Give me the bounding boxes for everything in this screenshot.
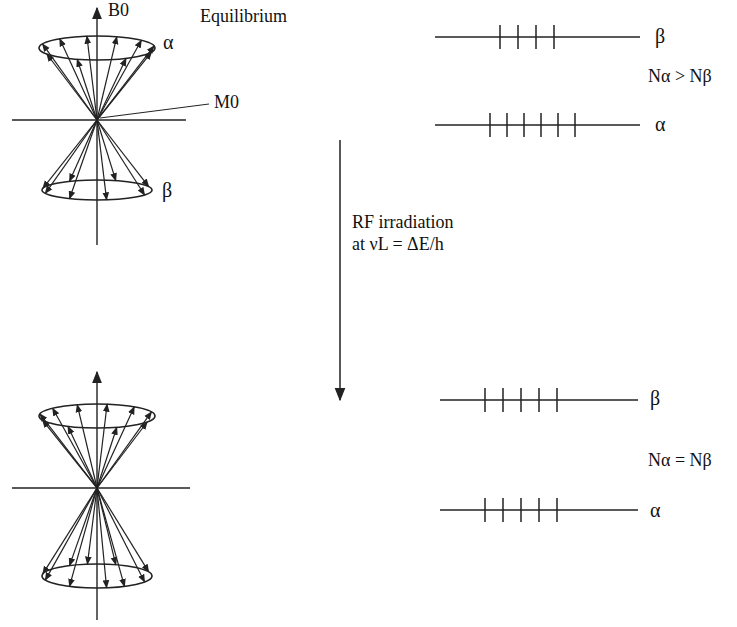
precession-cone xyxy=(39,36,155,200)
spin-state-label: α xyxy=(163,30,173,54)
field-axis xyxy=(12,372,190,620)
precession-cone xyxy=(39,404,155,488)
energy-levels xyxy=(435,25,640,137)
field-label: B0 xyxy=(108,0,129,22)
precession-cone xyxy=(42,488,152,588)
population-relation: Nα > Nβ xyxy=(648,66,712,88)
state-caption: Equilibrium xyxy=(200,6,287,28)
energy-levels xyxy=(440,388,638,522)
process-arrow xyxy=(339,140,341,400)
magnetization-label: M0 xyxy=(214,92,239,114)
energy-level-label: α xyxy=(650,498,660,522)
energy-level-label: β xyxy=(655,24,665,48)
energy-level-label: α xyxy=(655,112,665,136)
population-relation: Nα = Nβ xyxy=(648,450,712,472)
process-note: RF irradiation at νL = ΔE/h xyxy=(352,212,468,255)
energy-level-label: β xyxy=(650,386,660,410)
field-axis xyxy=(12,8,186,245)
spin-state-label: β xyxy=(162,178,172,202)
leader-line xyxy=(100,104,209,118)
